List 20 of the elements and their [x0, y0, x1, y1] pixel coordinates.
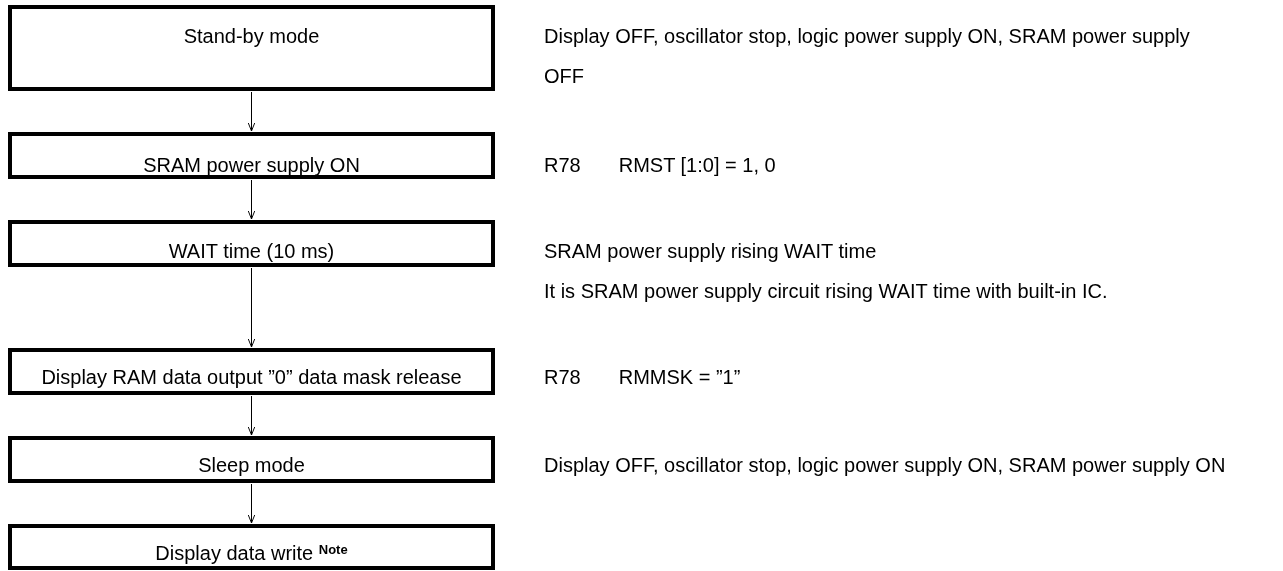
process-box	[8, 436, 495, 483]
step-label: Stand-by mode	[182, 26, 321, 46]
step-label: Display data write $^{Note}$	[154, 543, 349, 563]
step-note: It is SRAM power supply circuit rising WAIT time with built-in IC.	[544, 279, 1109, 304]
step-note: R78	[544, 153, 581, 178]
step-note: R78	[544, 365, 581, 390]
step-note: SRAM power supply rising WAIT time	[544, 239, 878, 264]
step-note: Display OFF, oscillator stop, logic power supply ON, SRAM power supply ON	[544, 453, 1227, 478]
step-label: SRAM power supply ON	[142, 155, 361, 175]
step-label: Display RAM data output ”0” data mask release	[40, 367, 463, 387]
step-label: WAIT time (10 ms)	[167, 241, 336, 261]
step-note: RMST [1:0] = 1, 0	[618, 153, 776, 178]
process-box	[8, 132, 495, 179]
process-box	[8, 5, 495, 91]
step-note: RMMSK = ”1”	[618, 365, 741, 390]
process-box	[8, 220, 495, 267]
step-note: Display OFF, oscillator stop, logic power supply ON, SRAM power supply OFF	[544, 24, 1191, 89]
process-box	[8, 348, 495, 395]
process-box	[8, 524, 495, 570]
step-label: Sleep mode	[197, 455, 306, 475]
